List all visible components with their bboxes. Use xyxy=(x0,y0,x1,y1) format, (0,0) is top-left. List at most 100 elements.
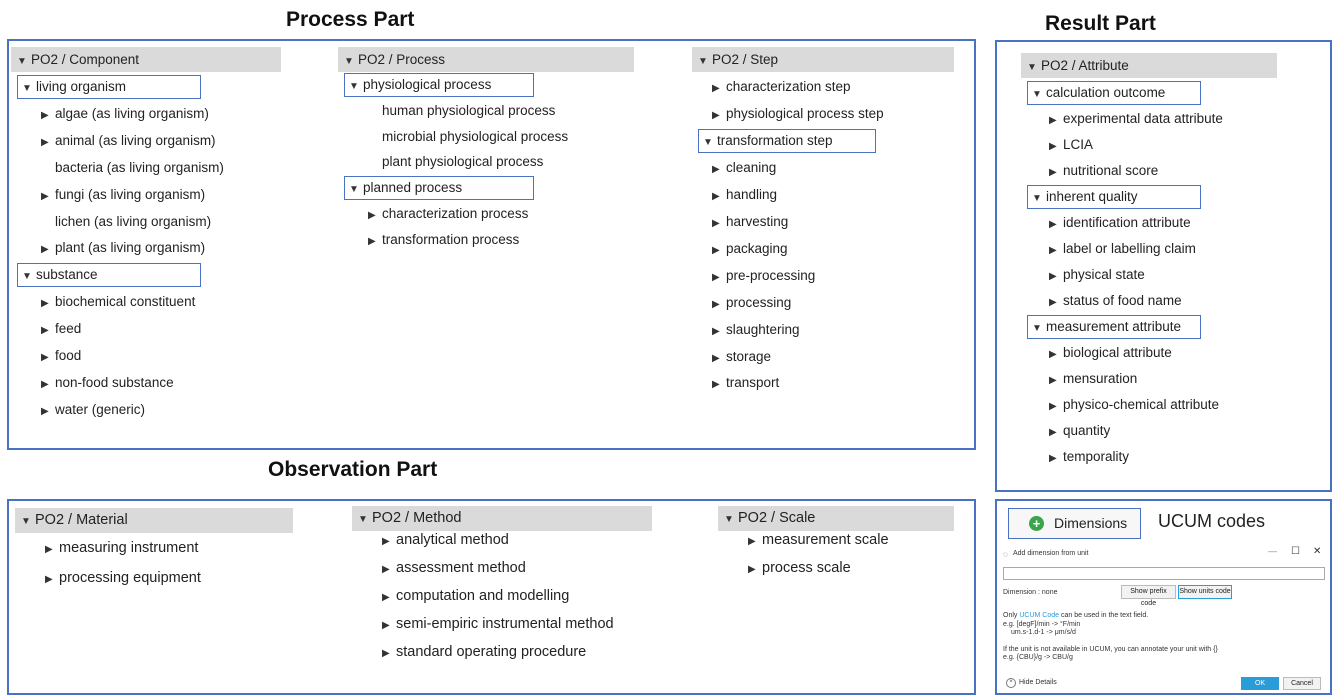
expand-right-icon[interactable]: ▶ xyxy=(41,298,49,310)
minimize-icon[interactable]: — xyxy=(1268,546,1277,556)
tree-node[interactable]: ▶biological attribute xyxy=(1049,341,1172,365)
tree-node[interactable]: ▶non-food substance xyxy=(41,371,174,395)
tree-node[interactable]: ▶water (generic) xyxy=(41,398,145,422)
tree-node[interactable]: ▶physical state xyxy=(1049,263,1145,287)
expand-right-icon[interactable]: ▶ xyxy=(1049,453,1057,464)
expand-down-icon[interactable]: ▼ xyxy=(1027,62,1037,73)
unit-input[interactable] xyxy=(1003,567,1325,580)
expand-right-icon[interactable]: ▶ xyxy=(1049,219,1057,230)
expand-down-icon[interactable]: ▼ xyxy=(349,184,359,196)
expand-right-icon[interactable]: ▶ xyxy=(382,648,390,659)
expand-right-icon[interactable]: ▶ xyxy=(368,235,376,247)
tree-node[interactable]: ▶quantity xyxy=(1049,419,1110,443)
expand-right-icon[interactable]: ▶ xyxy=(1049,115,1057,126)
expand-right-icon[interactable]: ▶ xyxy=(712,109,720,121)
tree-node[interactable]: ▶characterization step xyxy=(712,75,851,99)
expand-right-icon[interactable]: ▶ xyxy=(41,325,49,337)
expand-right-icon[interactable]: ▶ xyxy=(45,544,53,555)
expand-right-icon[interactable]: ▶ xyxy=(1049,141,1057,152)
expand-right-icon[interactable]: ▶ xyxy=(712,271,720,283)
expand-right-icon[interactable]: ▶ xyxy=(1049,349,1057,360)
expand-right-icon[interactable]: ▶ xyxy=(41,378,49,390)
expand-right-icon[interactable]: ▶ xyxy=(712,298,720,310)
tree-header[interactable]: ▼PO2 / Scale xyxy=(718,506,954,531)
tree-node[interactable]: ▶characterization process xyxy=(368,202,528,226)
tree-node[interactable]: ▶animal (as living organism) xyxy=(41,129,216,153)
tree-node-expanded[interactable]: ▼living organism xyxy=(17,75,201,99)
expand-right-icon[interactable]: ▶ xyxy=(41,405,49,417)
tree-node[interactable]: ▶food xyxy=(41,344,81,368)
tree-node[interactable]: lichen (as living organism) xyxy=(41,210,211,234)
tree-node[interactable]: ▶status of food name xyxy=(1049,289,1182,313)
tree-node[interactable]: plant physiological process xyxy=(368,150,543,174)
expand-down-icon[interactable]: ▼ xyxy=(1032,323,1042,334)
expand-right-icon[interactable]: ▶ xyxy=(712,190,720,202)
tree-node[interactable]: ▶measurement scale xyxy=(748,528,889,552)
dimensions-button[interactable]: + Dimensions xyxy=(1008,508,1141,539)
close-icon[interactable]: ✕ xyxy=(1313,546,1322,557)
expand-down-icon[interactable]: ▼ xyxy=(1032,89,1042,100)
expand-right-icon[interactable]: ▶ xyxy=(382,592,390,603)
expand-down-icon[interactable]: ▼ xyxy=(698,56,708,67)
expand-down-icon[interactable]: ▼ xyxy=(21,516,31,527)
expand-right-icon[interactable]: ▶ xyxy=(712,352,720,364)
tree-node-expanded[interactable]: ▼calculation outcome xyxy=(1027,81,1202,105)
tree-node-expanded[interactable]: ▼transformation step xyxy=(698,128,877,153)
expand-right-icon[interactable]: ▶ xyxy=(712,163,720,175)
tree-header[interactable]: ▼PO2 / Attribute xyxy=(1021,53,1277,78)
tree-header[interactable]: ▼PO2 / Step xyxy=(692,47,954,72)
expand-right-icon[interactable]: ▶ xyxy=(41,352,49,363)
tree-node[interactable]: ▶biochemical constituent xyxy=(41,290,195,314)
tree-node[interactable]: ▶semi-empiric instrumental method xyxy=(382,612,614,636)
expand-right-icon[interactable]: ▶ xyxy=(45,574,53,585)
show-units-button[interactable]: Show units code xyxy=(1178,585,1232,599)
expand-right-icon[interactable]: ▶ xyxy=(1049,271,1057,282)
ucum-code-link[interactable]: UCUM Code xyxy=(1019,612,1060,619)
expand-right-icon[interactable]: ▶ xyxy=(712,83,720,94)
tree-node[interactable]: ▶harvesting xyxy=(712,210,788,234)
tree-node-expanded[interactable]: ▼substance xyxy=(17,263,201,288)
tree-node-expanded[interactable]: ▼physiological process xyxy=(344,73,534,97)
tree-node[interactable]: ▶standard operating procedure xyxy=(382,640,586,664)
tree-node-expanded[interactable]: ▼inherent quality xyxy=(1027,185,1202,209)
tree-node[interactable]: ▶measuring instrument xyxy=(45,536,198,560)
expand-down-icon[interactable]: ▼ xyxy=(17,56,27,67)
tree-node[interactable]: ▶slaughtering xyxy=(712,318,800,342)
expand-right-icon[interactable]: ▶ xyxy=(382,564,390,575)
tree-node[interactable]: ▶pre-processing xyxy=(712,264,815,288)
tree-node[interactable]: ▶transformation process xyxy=(368,228,519,252)
tree-node[interactable]: ▶algae (as living organism) xyxy=(41,102,209,126)
expand-right-icon[interactable]: ▶ xyxy=(712,379,720,391)
tree-node[interactable]: ▶storage xyxy=(712,345,771,369)
expand-down-icon[interactable]: ▼ xyxy=(22,83,32,94)
expand-right-icon[interactable]: ▶ xyxy=(748,564,756,575)
expand-right-icon[interactable]: ▶ xyxy=(1049,375,1057,386)
expand-right-icon[interactable]: ▶ xyxy=(1049,167,1057,178)
tree-node[interactable]: ▶plant (as living organism) xyxy=(41,236,205,260)
tree-node[interactable]: ▶label or labelling claim xyxy=(1049,237,1196,261)
tree-node[interactable]: ▶temporality xyxy=(1049,445,1129,469)
tree-node-expanded[interactable]: ▼planned process xyxy=(344,176,534,201)
tree-node[interactable]: human physiological process xyxy=(368,99,555,123)
tree-node[interactable]: ▶nutritional score xyxy=(1049,159,1158,183)
expand-right-icon[interactable]: ▶ xyxy=(41,136,49,148)
tree-node[interactable]: ▶computation and modelling xyxy=(382,584,569,608)
expand-right-icon[interactable]: ▶ xyxy=(382,620,390,631)
expand-down-icon[interactable]: ▼ xyxy=(1032,193,1042,204)
tree-header[interactable]: ▼PO2 / Component xyxy=(11,47,281,72)
tree-header[interactable]: ▼PO2 / Material xyxy=(15,508,293,533)
tree-node[interactable]: ▶processing equipment xyxy=(45,566,201,590)
tree-node[interactable]: ▶assessment method xyxy=(382,556,526,580)
tree-node[interactable]: ▶experimental data attribute xyxy=(1049,107,1223,131)
tree-node[interactable]: ▶handling xyxy=(712,183,777,207)
hide-details-link[interactable]: Hide Details xyxy=(1019,679,1057,686)
expand-right-icon[interactable]: ▶ xyxy=(748,536,756,547)
expand-right-icon[interactable]: ▶ xyxy=(1049,297,1057,308)
expand-right-icon[interactable]: ▶ xyxy=(41,190,49,202)
expand-down-icon[interactable]: ▼ xyxy=(349,81,359,92)
tree-node[interactable]: ▶process scale xyxy=(748,556,851,580)
tree-node[interactable]: ▶feed xyxy=(41,317,81,341)
expand-down-icon[interactable]: ▼ xyxy=(344,56,354,67)
tree-header[interactable]: ▼PO2 / Process xyxy=(338,47,634,72)
cancel-button[interactable]: Cancel xyxy=(1283,677,1321,690)
